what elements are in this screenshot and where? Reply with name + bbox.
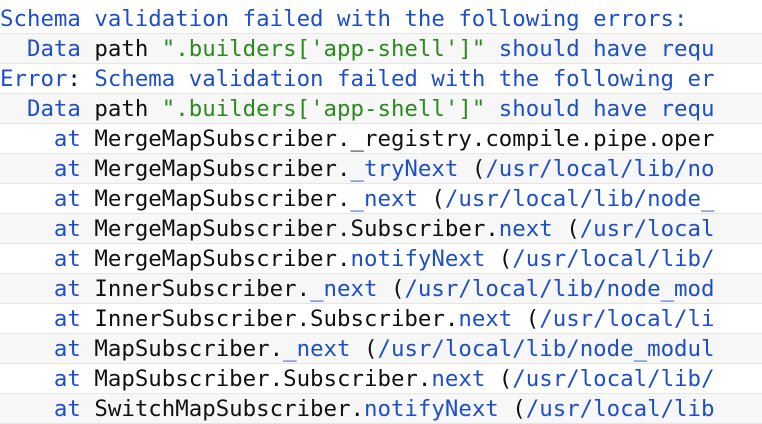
console-text-segment: at [0,276,95,302]
console-text-segment: MapSubscriber. [94,336,284,362]
console-text-segment: ".builders['app-shell']" [161,96,486,122]
console-text-segment: /usr/local/lib/ [512,366,715,392]
console-text-segment: ( [377,276,405,302]
console-text-segment: Schema validation failed with the follow… [94,66,715,92]
console-text-segment: MergeMapSubscriber [94,126,338,152]
console-text-segment: path [94,96,162,122]
console-text-segment: SwitchMapSubscriber. [94,396,364,422]
console-line: Data path ".builders['app-shell']" shoul… [0,94,762,124]
console-text-segment: ( [417,186,445,212]
console-text-segment: ".builders['app-shell']" [161,36,486,62]
console-text-segment: at [0,246,95,272]
console-line: at MergeMapSubscriber._registry.compile.… [0,124,762,154]
console-text-segment: _next [283,336,351,362]
console-line: at InnerSubscriber.Subscriber.next (/usr… [0,304,762,334]
console-text-segment: at [0,156,95,182]
console-text-segment: at [0,306,95,332]
console-text-segment: path [94,36,162,62]
console-text-segment: ( [498,396,526,422]
console-text-segment: ( [485,366,513,392]
console-line: Error: Schema validation failed with the… [0,64,762,94]
console-text-segment: next [458,306,513,332]
console-text-segment: ( [458,156,486,182]
console-line: at MergeMapSubscriber._next (/usr/local/… [0,184,762,214]
console-text-segment: MapSubscriber.Subscriber. [94,366,432,392]
console-text-segment: at [0,336,95,362]
console-text-segment: InnerSubscriber.Subscriber. [94,306,459,332]
console-text-segment: /usr/local/lib [525,396,715,422]
console-text-segment: ( [512,306,540,332]
console-text-segment: /usr/local/lib/ [512,246,715,272]
console-text-segment: at [0,126,95,152]
console-text-segment: _next [350,186,418,212]
console-text-segment: next [498,216,553,242]
console-text-segment: at [0,396,95,422]
console-text-segment: /usr/local/li [539,306,715,332]
console-line: at SwitchMapSubscriber.notifyNext (/usr/… [0,394,762,424]
console-text-segment: InnerSubscriber. [94,276,311,302]
console-line: at MapSubscriber._next (/usr/local/lib/n… [0,334,762,364]
console-text-segment: notifyNext [363,396,499,422]
console-text-segment: : [67,66,95,92]
console-text-segment: should have requ [485,96,715,122]
console-text-segment: Data [0,96,95,122]
console-line: at MergeMapSubscriber.notifyNext (/usr/l… [0,244,762,274]
console-text-segment: Schema validation failed with the follow… [0,6,688,32]
console-text-segment: /usr/local/lib/node_modul [377,336,715,362]
console-line: at MapSubscriber.Subscriber.next (/usr/l… [0,364,762,394]
console-text-segment: MergeMapSubscriber. [94,246,351,272]
console-text-segment: /usr/local/lib/node_mod [404,276,715,302]
console-text-segment: MergeMapSubscriber.Subscriber. [94,216,499,242]
console-line: at InnerSubscriber._next (/usr/local/lib… [0,274,762,304]
console-text-segment: _tryNext [350,156,459,182]
console-text-segment: _next [310,276,378,302]
console-text-segment: at [0,186,95,212]
console-text-segment: MergeMapSubscriber. [94,156,351,182]
console-text-segment: /usr/local/lib/node_ [444,186,715,212]
console-text-segment: notifyNext [350,246,486,272]
console-text-segment: at [0,366,95,392]
console-text-segment: ( [552,216,580,242]
console-line: at MergeMapSubscriber._tryNext (/usr/loc… [0,154,762,184]
console-text-segment: should have requ [485,36,715,62]
console-text-segment: ( [485,246,513,272]
console-text-segment: ( [350,336,378,362]
console-text-segment: next [431,366,486,392]
console-text-segment: _registry.compile.pipe.oper [350,126,715,152]
console-text-segment: Data [0,36,95,62]
console-text-segment: at [0,216,95,242]
console-line: at MergeMapSubscriber.Subscriber.next (/… [0,214,762,244]
console-text-segment: Error [0,66,68,92]
console-text-segment: . [337,126,351,152]
console-line: Data path ".builders['app-shell']" shoul… [0,34,762,64]
console-text-segment: /usr/local/lib/no [485,156,715,182]
console-text-segment: /usr/local [579,216,715,242]
console-text-segment: MergeMapSubscriber. [94,186,351,212]
console-line: Schema validation failed with the follow… [0,4,762,34]
